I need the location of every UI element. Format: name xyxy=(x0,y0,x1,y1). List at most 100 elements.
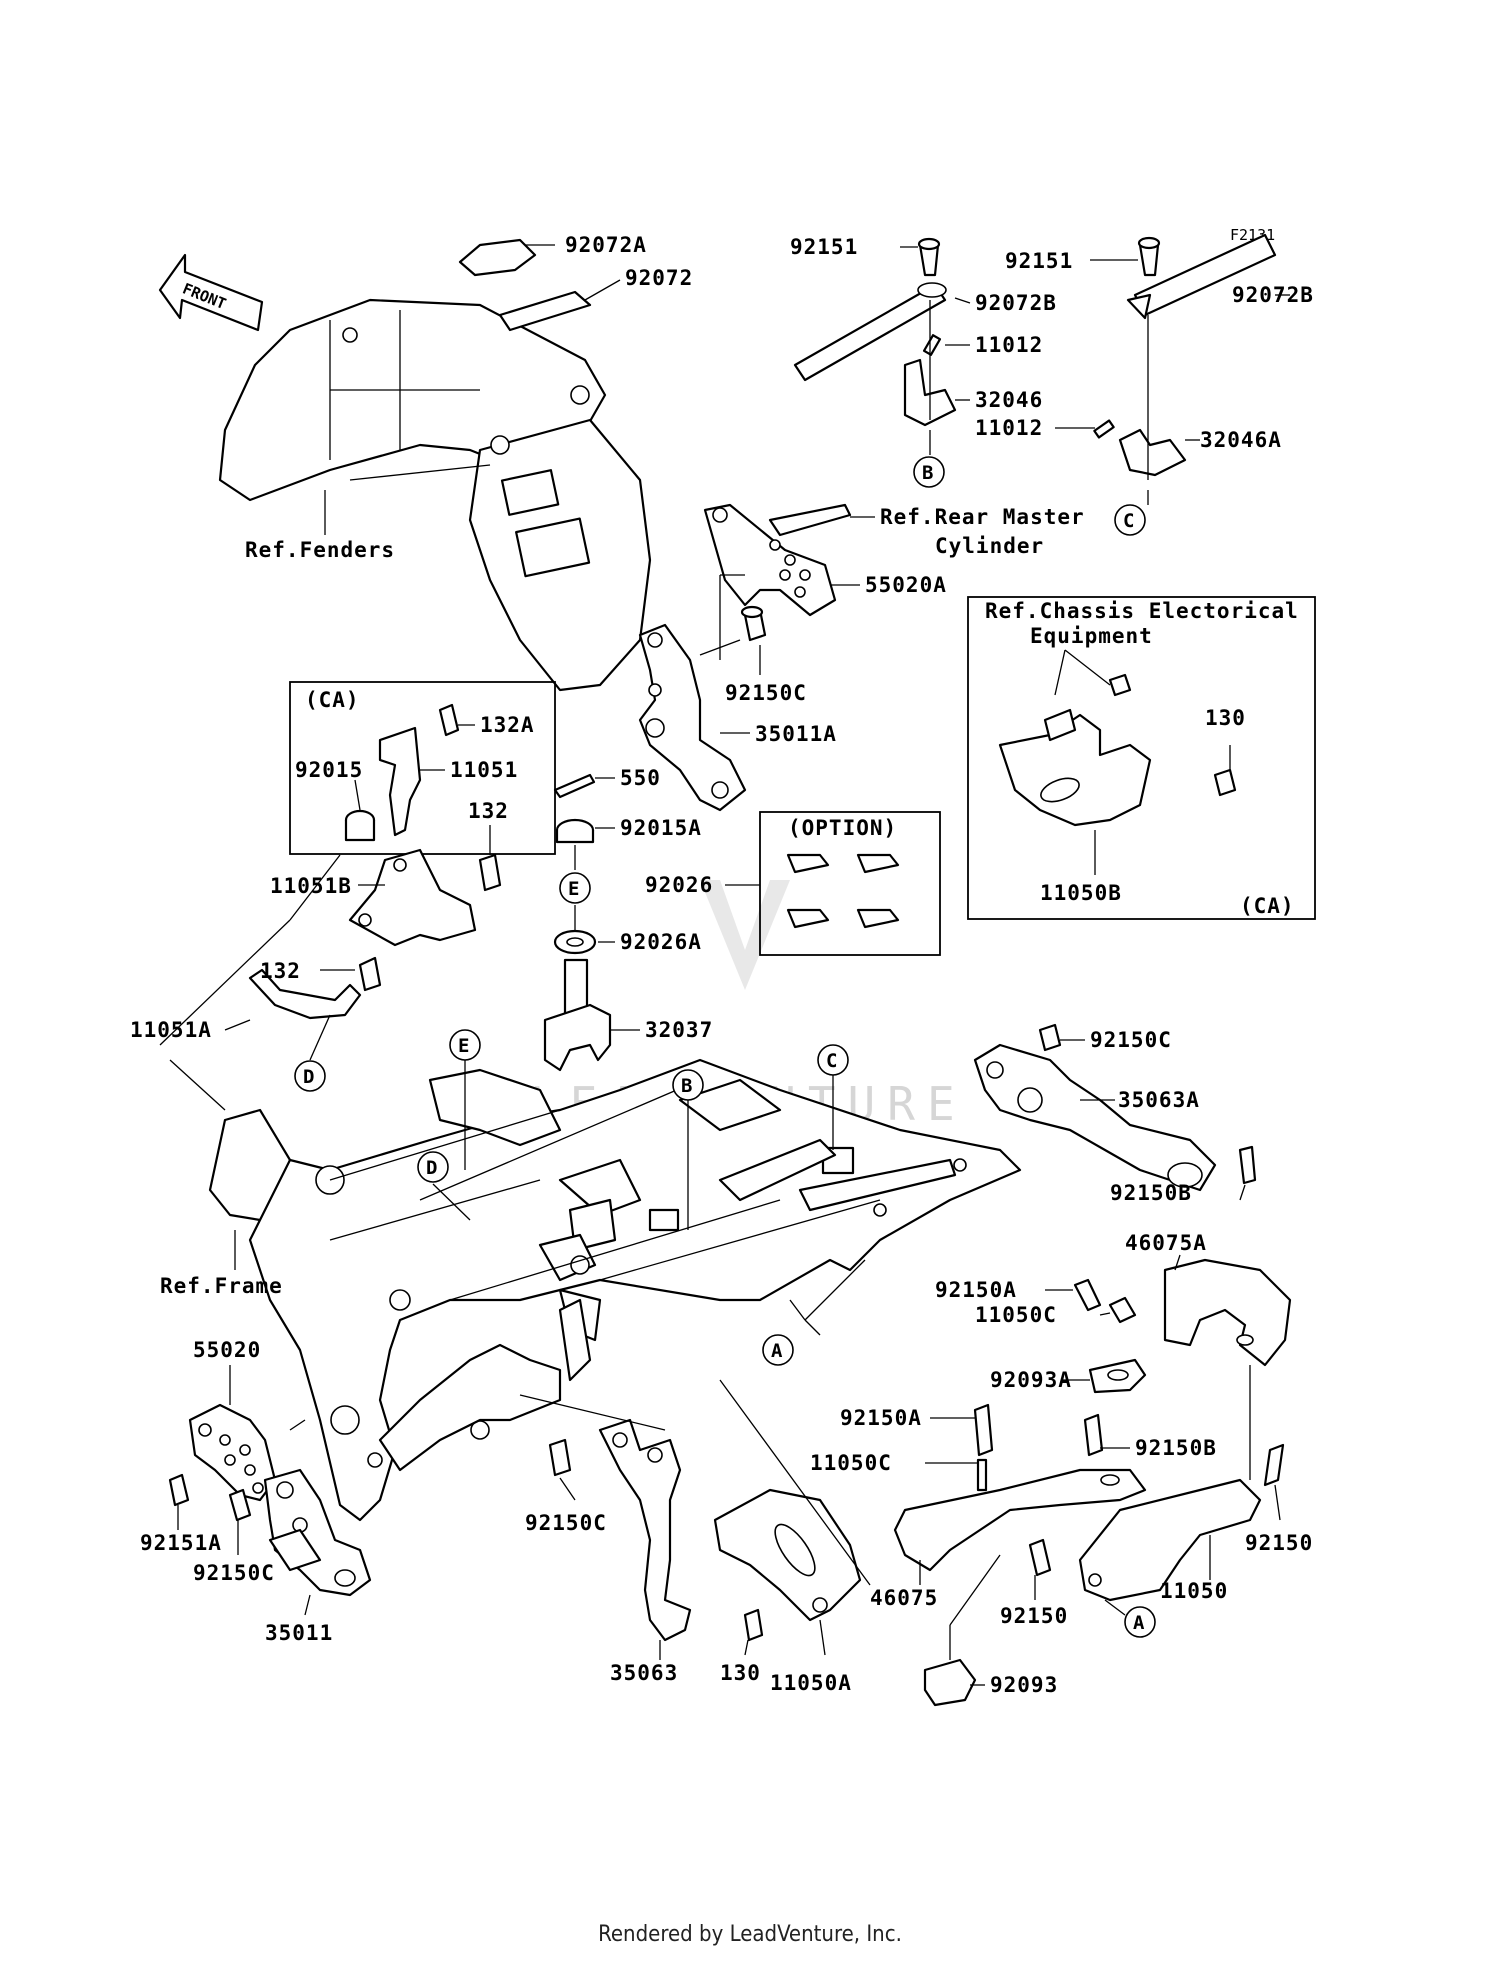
callout-e-frame: E xyxy=(449,1029,481,1061)
part-label-55020A: 55020A xyxy=(865,573,947,597)
ref-frame-label: Ref.Frame xyxy=(160,1274,283,1298)
option-box-label: (OPTION) xyxy=(788,816,897,840)
part-label-11050B: 11050B xyxy=(1040,881,1122,905)
part-label-92026: 92026 xyxy=(645,873,713,897)
footrest-plate-55020-part xyxy=(188,1403,277,1502)
bracket-35011-part xyxy=(263,1468,372,1597)
part-label-92150A-lower: 92150A xyxy=(840,1406,922,1430)
part-label-132A: 132A xyxy=(480,713,535,737)
mount-32037-part xyxy=(543,958,612,1072)
bracket-35063-part xyxy=(598,1418,692,1642)
part-label-35011A: 35011A xyxy=(755,722,837,746)
bracket-11050-part xyxy=(1078,1478,1262,1602)
part-label-32046A: 32046A xyxy=(1200,428,1282,452)
part-label-92150-lower: 92150 xyxy=(1000,1604,1068,1628)
part-label-92072: 92072 xyxy=(625,266,693,290)
part-label-35011: 35011 xyxy=(265,1621,333,1645)
part-label-11012-c: 11012 xyxy=(975,416,1043,440)
part-label-92150B-lower: 92150B xyxy=(1135,1436,1217,1460)
callout-a-frame: A xyxy=(762,1334,794,1366)
chassis-electrical-box: Ref.Chassis Electorical Equipment 130 11… xyxy=(967,596,1316,920)
callout-d-frame: D xyxy=(417,1151,449,1183)
bracket-35063A-part xyxy=(973,1043,1217,1192)
bracket-11051B-part xyxy=(348,848,477,947)
chassis-box-title: Ref.Chassis Electorical xyxy=(985,599,1299,623)
guard-46075A-part xyxy=(1163,1258,1292,1367)
strap-assembly-b xyxy=(793,237,957,455)
part-label-11051B: 11051B xyxy=(270,874,352,898)
grommet-92093-part xyxy=(923,1658,977,1707)
part-label-11012-b: 11012 xyxy=(975,333,1043,357)
part-label-92026A: 92026A xyxy=(620,930,702,954)
callout-a-right: A xyxy=(1124,1606,1156,1638)
callout-b-top: B xyxy=(913,456,945,488)
part-label-46075: 46075 xyxy=(870,1586,938,1610)
part-label-32046: 32046 xyxy=(975,388,1043,412)
callout-b-frame: B xyxy=(672,1069,704,1101)
ref-rear-master-label2: Cylinder xyxy=(935,534,1044,558)
part-label-92072A: 92072A xyxy=(565,233,647,257)
bracket-35011A-part xyxy=(638,623,747,812)
part-label-92150C-right: 92150C xyxy=(1090,1028,1172,1052)
callout-e-stack: E xyxy=(559,872,591,904)
part-label-132-upper: 132 xyxy=(468,799,509,823)
part-label-550: 550 xyxy=(620,766,661,790)
part-label-11051: 11051 xyxy=(450,758,518,782)
chassis-box-title2: Equipment xyxy=(1030,624,1153,648)
svg-text:E: E xyxy=(458,1035,469,1057)
svg-text:A: A xyxy=(1133,1612,1145,1634)
callout-c-top: C xyxy=(1114,504,1146,536)
callout-d-left: D xyxy=(294,1060,326,1092)
guard-11050A-part xyxy=(713,1488,862,1622)
part-label-92015: 92015 xyxy=(295,758,363,782)
part-label-35063: 35063 xyxy=(610,1661,678,1685)
part-label-92093A: 92093A xyxy=(990,1368,1072,1392)
part-label-92072B-c: 92072B xyxy=(1232,283,1314,307)
svg-text:B: B xyxy=(681,1075,692,1097)
part-label-92015A: 92015A xyxy=(620,816,702,840)
part-label-92093: 92093 xyxy=(990,1673,1058,1697)
part-label-11050C-lower: 11050C xyxy=(810,1451,892,1475)
svg-text:A: A xyxy=(771,1340,783,1362)
rear-fender-part xyxy=(218,298,652,692)
ref-fenders-label: Ref.Fenders xyxy=(245,538,395,562)
part-label-92151A: 92151A xyxy=(140,1531,222,1555)
strap-92072-part xyxy=(498,290,592,332)
part-label-130-box: 130 xyxy=(1205,706,1246,730)
svg-text:C: C xyxy=(826,1050,837,1072)
part-label-92150C-center: 92150C xyxy=(725,681,807,705)
callout-c-frame: C xyxy=(817,1044,849,1076)
svg-text:E: E xyxy=(568,878,579,900)
svg-text:D: D xyxy=(426,1157,437,1179)
footrest-plate-55020A-part xyxy=(703,503,837,617)
svg-text:D: D xyxy=(303,1066,314,1088)
part-label-92072B-b: 92072B xyxy=(975,291,1057,315)
part-label-92150C-left: 92150C xyxy=(193,1561,275,1585)
ca-box-label: (CA) xyxy=(305,688,360,712)
part-label-55020: 55020 xyxy=(193,1338,261,1362)
nut-92015A-part xyxy=(555,818,595,844)
chassis-box-ca: (CA) xyxy=(1240,894,1295,918)
footer-credit: Rendered by LeadVenture, Inc. xyxy=(598,1922,902,1947)
ref-rear-master-label: Ref.Rear Master xyxy=(880,505,1085,529)
part-label-92151-c: 92151 xyxy=(1005,249,1073,273)
part-label-11051A: 11051A xyxy=(130,1018,212,1042)
part-label-92150-right: 92150 xyxy=(1245,1531,1313,1555)
guard-46075-part xyxy=(893,1468,1147,1572)
part-label-132-lower: 132 xyxy=(260,959,301,983)
bracket-11051A-part xyxy=(248,968,362,1020)
strap-assembly-c xyxy=(1093,233,1277,505)
svg-text:B: B xyxy=(922,462,933,484)
grommet-92093A-part xyxy=(1088,1358,1147,1394)
part-label-92150C-lower: 92150C xyxy=(525,1511,607,1535)
front-arrow-icon: FRONT xyxy=(158,253,264,332)
part-label-11050A: 11050A xyxy=(770,1671,852,1695)
ca-box: (CA) 132A 11051 92015 xyxy=(289,681,556,855)
part-label-46075A: 46075A xyxy=(1125,1231,1207,1255)
part-label-11050C-upper: 11050C xyxy=(975,1303,1057,1327)
part-label-92151-b: 92151 xyxy=(790,235,858,259)
part-label-92150A-upper: 92150A xyxy=(935,1278,1017,1302)
svg-text:C: C xyxy=(1123,510,1134,532)
part-label-92150B-upper: 92150B xyxy=(1110,1181,1192,1205)
